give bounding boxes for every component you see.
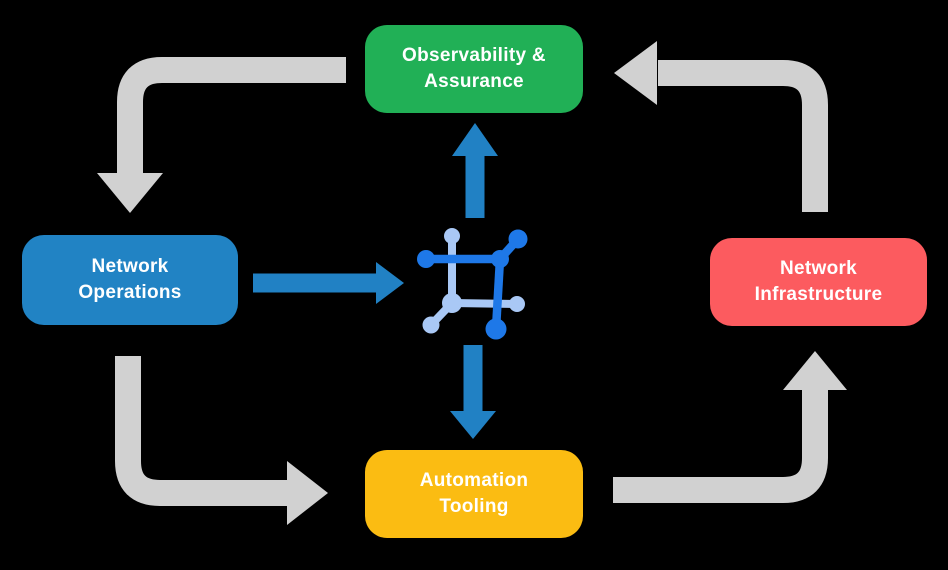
node-label-line: Operations <box>78 282 182 303</box>
node-label-line: Network <box>91 255 169 277</box>
arrow-operations-to-automation <box>115 356 328 525</box>
network-mesh-icon <box>417 228 528 340</box>
arrowhead-left-icon <box>614 41 657 105</box>
arrow-center-to-automation <box>450 345 496 439</box>
arrow-infrastructure-to-observability <box>614 41 828 212</box>
arrow-observability-to-operations <box>97 57 346 213</box>
arrowhead-up-icon <box>452 123 498 156</box>
arrowhead-down-icon <box>450 411 496 439</box>
node-network-infrastructure: Network Infrastructure <box>710 238 927 326</box>
arrowhead-right-icon <box>376 262 404 304</box>
arrow-automation-to-infrastructure <box>613 351 847 503</box>
arrowhead-up-icon <box>783 351 847 390</box>
node-label-line: Assurance <box>424 71 524 92</box>
node-observability-assurance: Observability & Assurance <box>365 25 583 113</box>
arrow-operations-to-center <box>253 262 404 304</box>
node-network-operations: Network Operations <box>22 235 238 325</box>
arrowhead-down-icon <box>97 173 163 213</box>
node-automation-tooling: Automation Tooling <box>365 450 583 538</box>
node-label-line: Observability & <box>402 44 546 66</box>
arrowhead-right-icon <box>287 461 328 525</box>
node-label-line: Tooling <box>439 496 509 517</box>
node-label-line: Infrastructure <box>754 284 883 305</box>
arrow-center-to-observability <box>452 123 498 218</box>
node-label-line: Network <box>779 257 858 279</box>
node-label-line: Automation <box>419 469 529 491</box>
